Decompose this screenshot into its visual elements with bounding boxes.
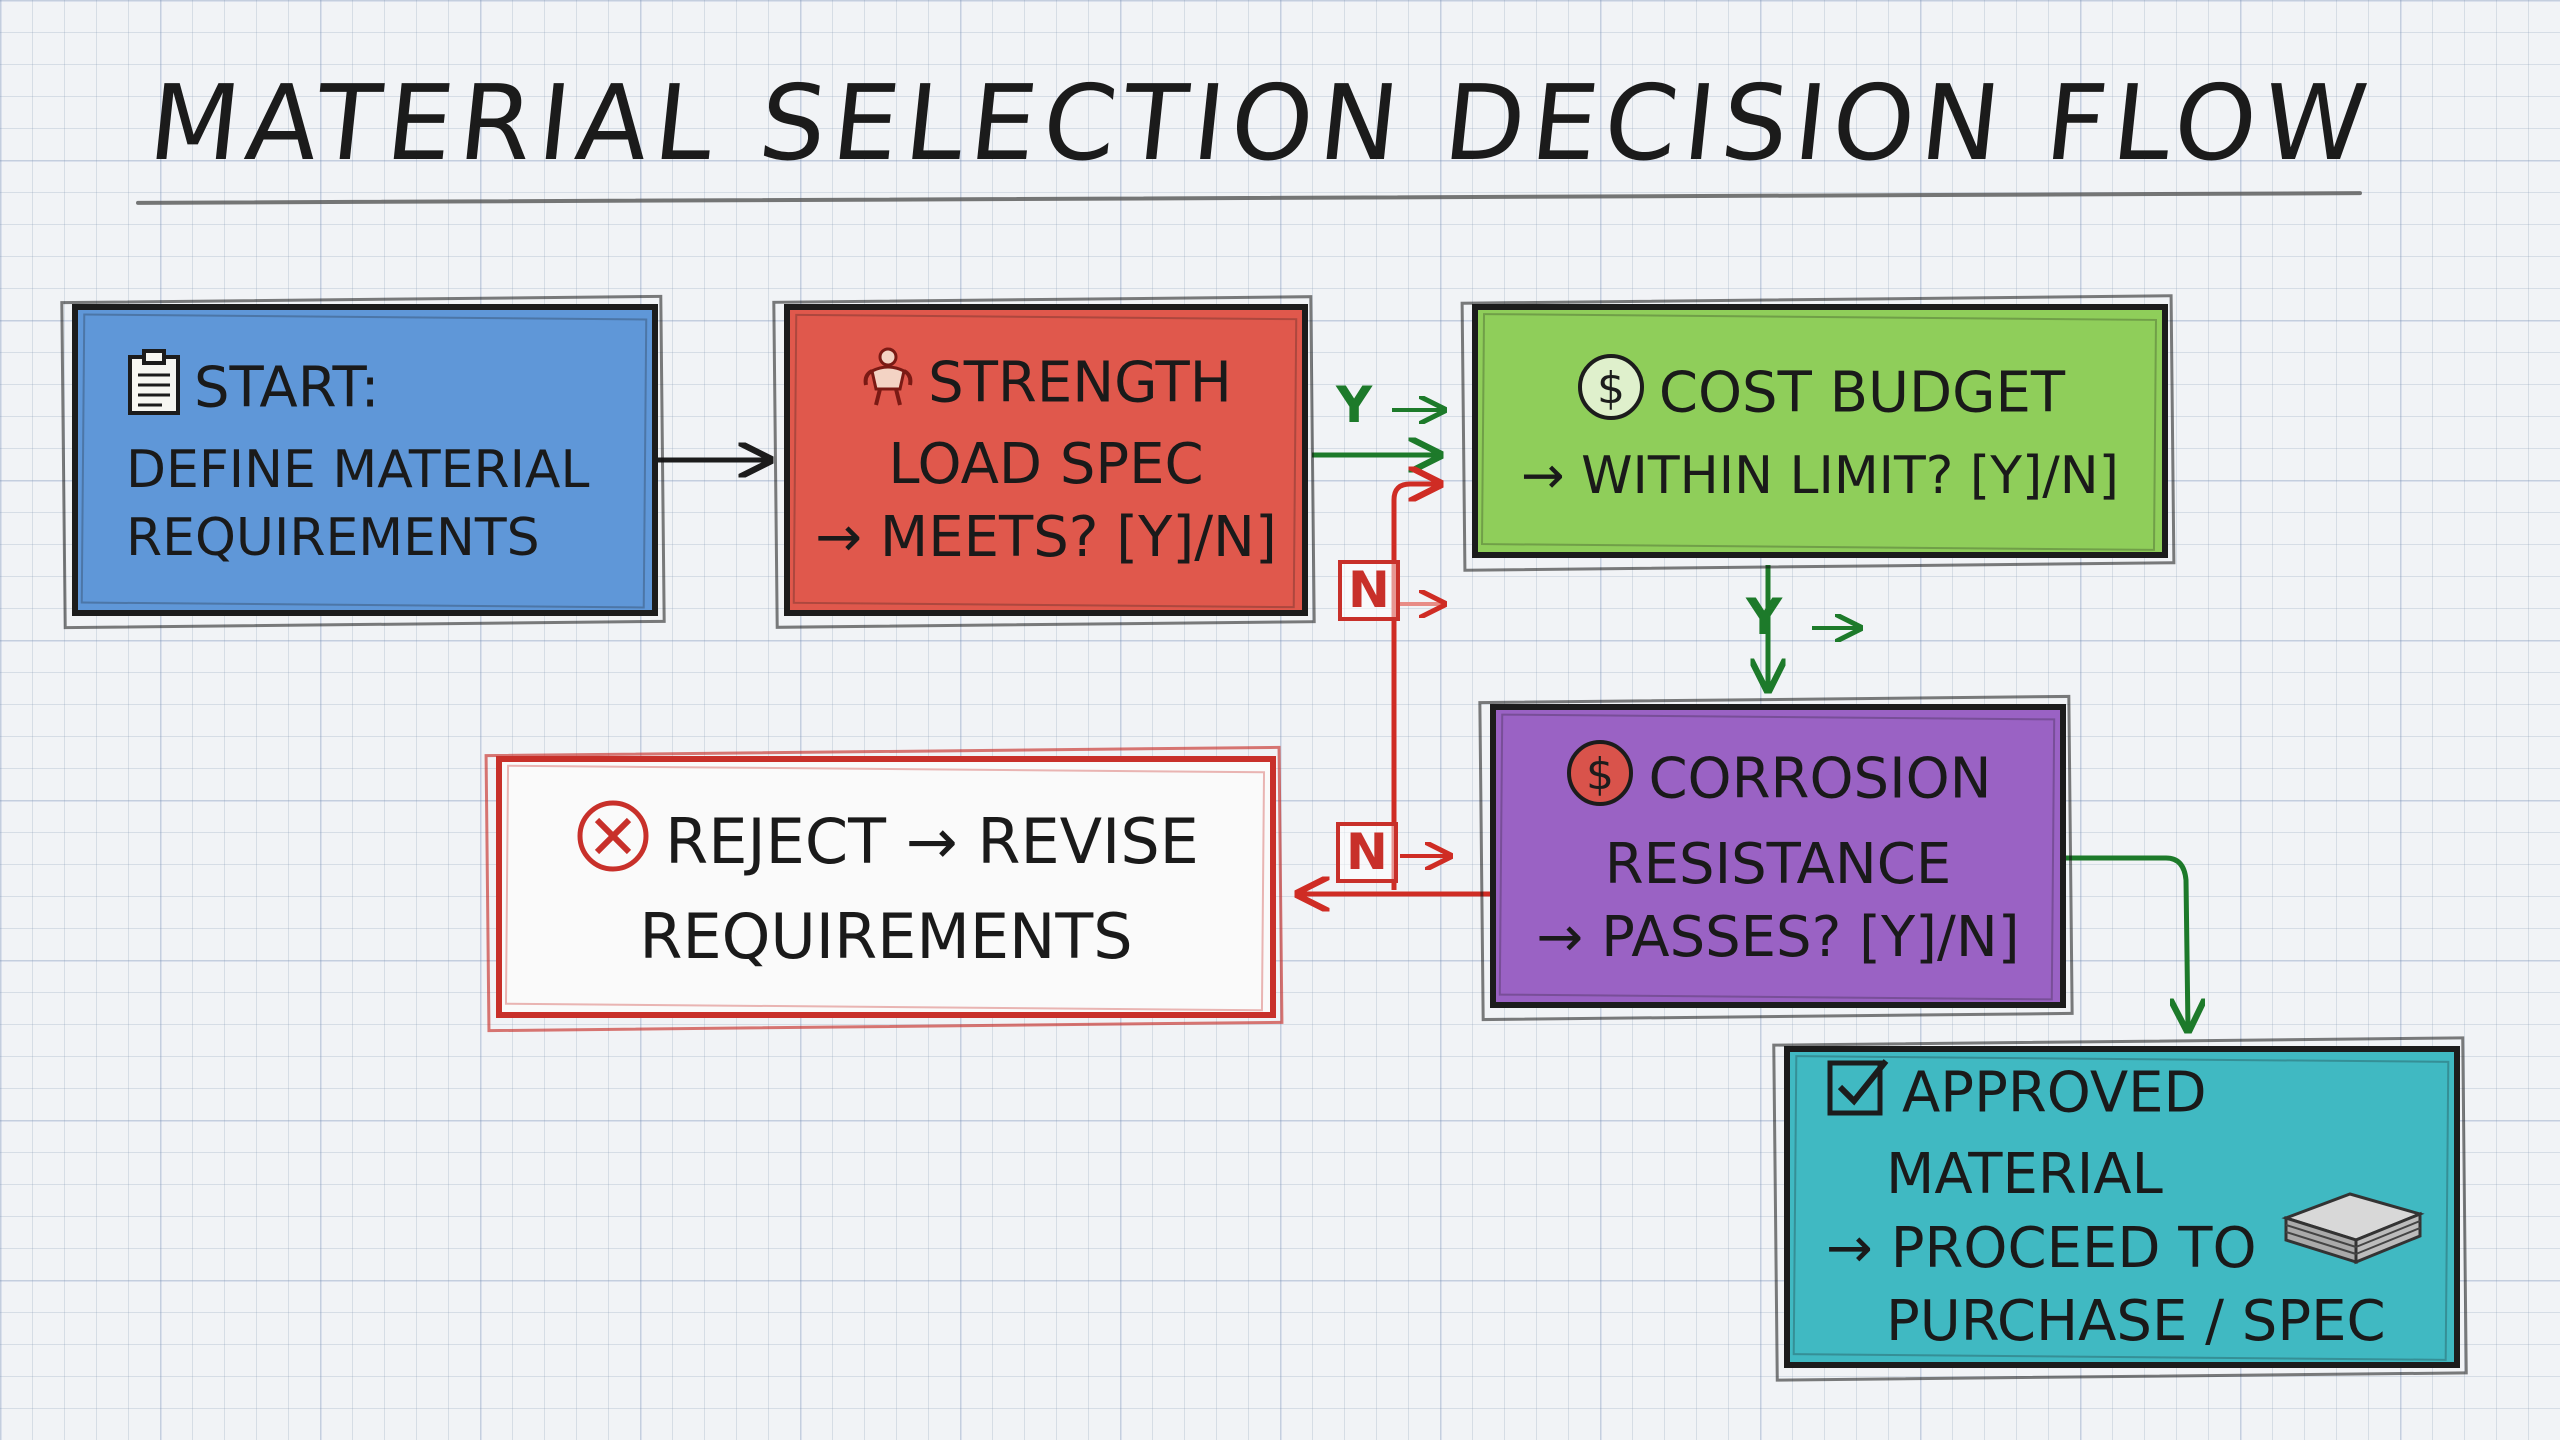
arrow-no-up-to-cost [1391, 484, 1440, 890]
approved-title-row: APPROVED [1826, 1055, 2430, 1138]
corrosion-line3: → PASSES? [Y]/N] [1536, 905, 2020, 971]
node-approved[interactable]: APPROVED MATERIAL → PROCEED TO PURCHASE … [1784, 1046, 2460, 1368]
node-cost[interactable]: $ COST BUDGET → WITHIN LIMIT? [Y]/N] [1472, 304, 2168, 558]
reject-line2: REQUIREMENTS [639, 900, 1133, 973]
x-circle-icon [573, 796, 653, 896]
label-no-corrosion: N [1336, 822, 1398, 883]
node-corrosion[interactable]: $ CORROSION RESISTANCE → PASSES? [Y]/N] [1490, 704, 2066, 1008]
clipboard-icon [126, 347, 182, 436]
node-strength[interactable]: STRENGTH LOAD SPEC → MEETS? [Y]/N] [784, 304, 1308, 616]
strength-line2: LOAD SPEC [888, 431, 1204, 497]
approved-line3: → PROCEED TO [1826, 1215, 2257, 1281]
dollar-coin-icon: $ [1575, 351, 1647, 442]
svg-text:$: $ [1586, 749, 1614, 800]
strength-line3: → MEETS? [Y]/N] [815, 505, 1277, 571]
arrow-corrosion-to-approved [2066, 855, 2188, 1030]
label-yes-cost: Y [1746, 588, 1783, 646]
reject-line1: REJECT → REVISE [665, 805, 1199, 879]
node-start[interactable]: START: DEFINE MATERIAL REQUIREMENTS [72, 304, 658, 616]
cost-line1: COST BUDGET [1658, 360, 2066, 426]
start-line1: START: [194, 355, 380, 421]
cost-line2: → WITHIN LIMIT? [Y]/N] [1521, 446, 2119, 507]
corrosion-line2: RESISTANCE [1604, 831, 1952, 897]
approved-line4: PURCHASE / SPEC [1886, 1289, 2386, 1355]
node-reject[interactable]: REJECT → REVISE REQUIREMENTS [496, 756, 1276, 1018]
label-yes-strength: Y [1336, 376, 1373, 434]
checkbox-icon [1826, 1055, 1890, 1138]
strength-line1: STRENGTH [928, 350, 1232, 416]
strength-title-row: STRENGTH [860, 345, 1232, 428]
material-stack-icon [2278, 1148, 2428, 1287]
start-line3: REQUIREMENTS [126, 508, 540, 569]
start-title-row: START: [126, 347, 628, 436]
approved-line2: MATERIAL [1886, 1141, 2163, 1207]
dollar-coin-icon: $ [1564, 737, 1636, 828]
approved-line1: APPROVED [1902, 1060, 2207, 1126]
corrosion-line1: CORROSION [1648, 746, 1992, 812]
cost-title-row: $ COST BUDGET [1575, 351, 2065, 442]
start-line2: DEFINE MATERIAL [126, 439, 590, 500]
corrosion-title-row: $ CORROSION [1564, 737, 1992, 828]
reject-title-row: REJECT → REVISE [573, 796, 1199, 896]
label-no-strength: N [1338, 560, 1400, 621]
strongman-icon [860, 345, 916, 428]
svg-text:$: $ [1597, 363, 1625, 414]
